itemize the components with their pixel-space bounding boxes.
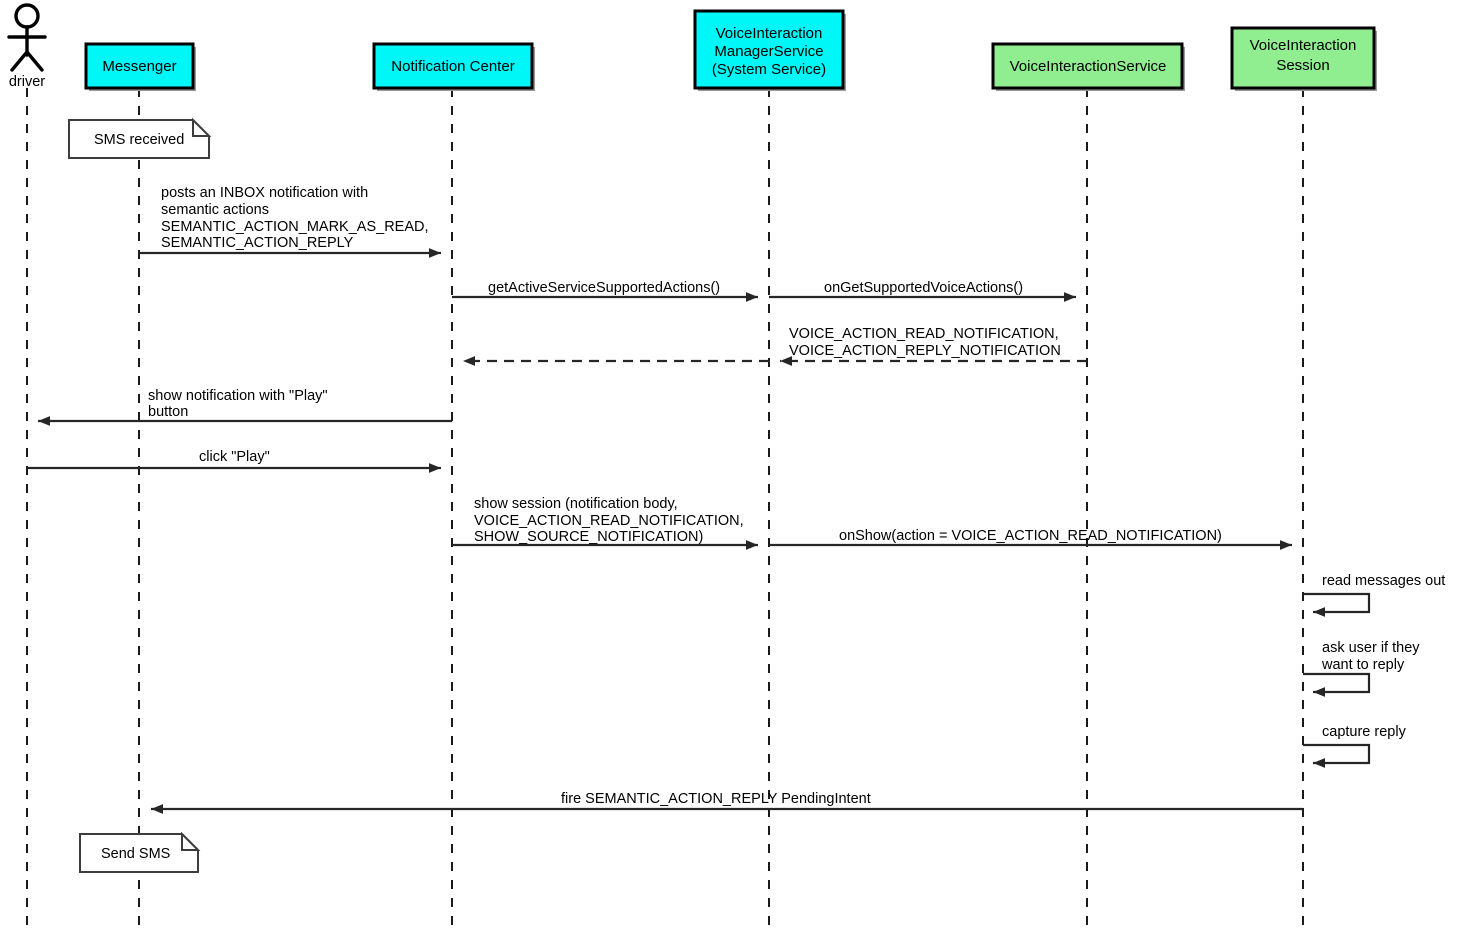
note-sms-received-shape: [68, 119, 210, 159]
participant-messenger-box: [84, 42, 195, 90]
selfcall-read-messages-out-label: read messages out: [1322, 573, 1445, 589]
note-sms-received-fold-icon: [192, 117, 212, 137]
participant-voiceinteraction-manager-service-box: [693, 9, 845, 90]
participant-voiceinteraction-manager-service[interactable]: VoiceInteraction ManagerService (System …: [693, 9, 846, 91]
message-get-active-service-supported-actions-label: getActiveServiceSupportedActions(): [488, 280, 720, 296]
selfcall-capture-reply-path: [1303, 743, 1371, 768]
message-post-inbox-notification-label-line1: posts an INBOX notification with: [161, 185, 368, 201]
message-post-inbox-notification-label-line3: SEMANTIC_ACTION_MARK_AS_READ,: [161, 219, 429, 235]
participant-notification-center[interactable]: Notification Center: [372, 42, 535, 91]
message-return-voice-actions[interactable]: VOICE_ACTION_READ_NOTIFICATION, VOICE_AC…: [780, 326, 1087, 366]
actor-head-icon: [14, 3, 40, 29]
message-post-inbox-notification-label-line4: SEMANTIC_ACTION_REPLY: [161, 235, 354, 251]
actor-label-driver: driver: [9, 74, 45, 90]
message-fire-semantic-action-reply-pendingintent-label: fire SEMANTIC_ACTION_REPLY PendingIntent: [561, 791, 871, 807]
message-post-inbox-notification[interactable]: posts an INBOX notification with semanti…: [139, 185, 441, 258]
actor-leg-right-icon: [25, 50, 44, 72]
message-show-session-label-line3: SHOW_SOURCE_NOTIFICATION): [474, 529, 703, 545]
message-on-get-supported-voice-actions-label: onGetSupportedVoiceActions(): [824, 280, 1023, 296]
participant-messenger[interactable]: Messenger: [84, 42, 196, 91]
participant-voiceinteraction-session[interactable]: VoiceInteraction Session: [1230, 26, 1377, 91]
participant-voiceinteraction-manager-service-label-line1: VoiceInteraction: [716, 25, 823, 42]
selfcall-read-messages-out[interactable]: read messages out: [1303, 573, 1445, 617]
note-send-sms-label: Send SMS: [101, 846, 170, 862]
participant-notification-center-label: Notification Center: [391, 58, 514, 75]
selfcall-ask-user-if-they-want-to-reply-label-line2: want to reply: [1321, 657, 1405, 673]
participant-messenger-label: Messenger: [102, 58, 176, 75]
participant-voiceinteraction-manager-service-label-line3: (System Service): [712, 61, 826, 78]
selfcall-capture-reply[interactable]: capture reply: [1303, 724, 1407, 768]
message-show-session[interactable]: show session (notification body, VOICE_A…: [452, 496, 758, 550]
participant-voiceinteraction-service[interactable]: VoiceInteractionService: [991, 42, 1185, 91]
message-get-active-service-supported-actions[interactable]: getActiveServiceSupportedActions(): [452, 280, 758, 302]
participant-voiceinteraction-session-label-line2: Session: [1276, 57, 1329, 74]
lifelines-group: [26, 88, 1304, 929]
participant-voiceinteraction-service-label: VoiceInteractionService: [1010, 58, 1167, 75]
message-return-voice-actions-label-line2: VOICE_ACTION_REPLY_NOTIFICATION: [789, 343, 1061, 359]
note-send-sms-shape: [79, 833, 199, 873]
actor-leg-left-icon: [10, 50, 29, 72]
note-send-sms: Send SMS: [79, 831, 201, 873]
selfcall-ask-user-if-they-want-to-reply[interactable]: ask user if they want to reply: [1303, 640, 1420, 697]
selfcall-capture-reply-label: capture reply: [1322, 724, 1407, 740]
participant-notification-center-box: [372, 42, 534, 90]
note-sms-received-label: SMS received: [94, 132, 184, 148]
note-sms-received: SMS received: [68, 117, 212, 159]
message-click-play[interactable]: click "Play": [27, 449, 441, 473]
participant-voiceinteraction-session-label-line1: VoiceInteraction: [1250, 37, 1357, 54]
selfcall-ask-user-if-they-want-to-reply-label-line1: ask user if they: [1322, 640, 1420, 656]
selfcall-read-messages-out-path: [1303, 592, 1371, 617]
message-on-show[interactable]: onShow(action = VOICE_ACTION_READ_NOTIFI…: [769, 528, 1292, 550]
participant-voiceinteraction-service-box: [991, 42, 1184, 90]
message-show-session-label-line1: show session (notification body,: [474, 496, 678, 512]
message-fire-semantic-action-reply-pendingintent[interactable]: fire SEMANTIC_ACTION_REPLY PendingIntent: [151, 791, 1303, 814]
note-send-sms-fold-icon: [181, 831, 201, 851]
message-show-notification-with-play-button[interactable]: show notification with "Play" button: [38, 388, 452, 426]
actor-driver[interactable]: driver: [7, 3, 47, 90]
message-click-play-label: click "Play": [199, 449, 270, 465]
message-on-get-supported-voice-actions[interactable]: onGetSupportedVoiceActions(): [769, 280, 1076, 302]
message-show-notification-with-play-button-label-line1: show notification with "Play": [148, 388, 328, 404]
participant-voiceinteraction-manager-service-label-line2: ManagerService: [714, 43, 823, 60]
message-return-voice-actions-label-line1: VOICE_ACTION_READ_NOTIFICATION,: [789, 326, 1059, 342]
message-show-notification-with-play-button-label-line2: button: [148, 404, 188, 420]
message-post-inbox-notification-label-line2: semantic actions: [161, 202, 269, 218]
selfcall-ask-user-if-they-want-to-reply-path: [1303, 672, 1371, 697]
participant-voiceinteraction-session-box: [1230, 26, 1376, 90]
message-on-show-label: onShow(action = VOICE_ACTION_READ_NOTIFI…: [839, 528, 1222, 544]
message-show-session-label-line2: VOICE_ACTION_READ_NOTIFICATION,: [474, 513, 744, 529]
